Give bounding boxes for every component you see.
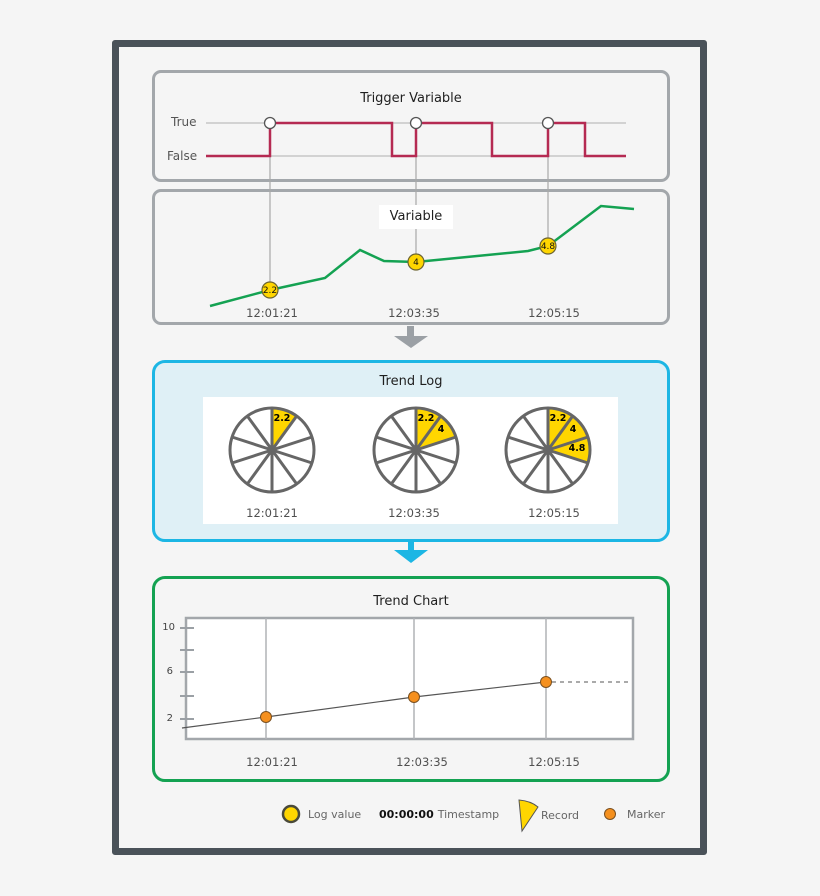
trigger-point-icon [541, 116, 555, 130]
trigger-point-icon [409, 116, 423, 130]
trend-log-wheel: 2.2 4 4.8 [504, 406, 592, 494]
legend-timestamp-label: Timestamp [437, 807, 500, 821]
trend-log-title: Trend Log [379, 374, 443, 389]
svg-text:2.2: 2.2 [550, 413, 567, 424]
legend-log-value-label: Log value [308, 807, 362, 821]
svg-text:4.8: 4.8 [569, 443, 586, 454]
svg-text:4: 4 [438, 424, 445, 435]
legend-marker: Marker [602, 800, 665, 828]
trend-log-timestamp: 12:03:35 [388, 506, 440, 520]
trend-line [181, 681, 547, 729]
variable-title: Variable [379, 205, 453, 229]
svg-text:2.2: 2.2 [274, 413, 291, 424]
chart-timestamp: 12:01:21 [246, 755, 298, 769]
legend-marker-label: Marker [627, 807, 666, 821]
variable-signal-line [209, 204, 635, 308]
true-label: True [171, 115, 197, 129]
svg-text:2.2: 2.2 [418, 413, 435, 424]
chart-timestamp: 12:03:35 [396, 755, 448, 769]
chart-timestamp: 12:05:15 [528, 755, 580, 769]
variable-timestamp: 12:03:35 [388, 306, 440, 320]
arrow-down-icon [394, 326, 428, 348]
legend-record: Record [516, 797, 579, 833]
arrow-down-icon [394, 541, 428, 563]
log-value-icon [281, 804, 301, 824]
trend-log-timestamp: 12:01:21 [246, 506, 298, 520]
log-value-icon [407, 253, 425, 271]
trend-log-timestamp: 12:05:15 [528, 506, 580, 520]
svg-text:4: 4 [570, 424, 577, 435]
marker-icon [540, 676, 552, 688]
y-tick-label: 2 [166, 713, 173, 724]
trend-log-wheel: 2.2 [228, 406, 316, 494]
variable-timestamp: 12:01:21 [246, 306, 298, 320]
trend-log-wheel: 2.2 4 [372, 406, 460, 494]
record-icon [518, 799, 539, 833]
trigger-point-icon [263, 116, 277, 130]
marker-icon [604, 808, 616, 820]
trend-chart-title: Trend Chart [373, 594, 449, 609]
legend-record-label: Record [541, 808, 580, 822]
legend-log-value: Log value [280, 800, 361, 828]
false-label: False [167, 149, 198, 163]
legend-timestamp: 00:00:00 Timestamp [379, 800, 499, 828]
svg-text:4.8: 4.8 [541, 242, 556, 252]
legend-timestamp-sample: 00:00:00 [379, 807, 434, 821]
marker-icon [408, 691, 420, 703]
variable-timestamp: 12:05:15 [528, 306, 580, 320]
marker-icon [260, 711, 272, 723]
y-tick-label: 10 [162, 622, 175, 633]
log-value-icon [261, 281, 279, 299]
trigger-signal-line [206, 121, 626, 158]
log-value-icon [539, 237, 557, 255]
trigger-variable-title: Trigger Variable [360, 91, 462, 106]
y-tick-label: 6 [166, 666, 173, 677]
svg-text:4: 4 [413, 258, 419, 268]
svg-text:2.2: 2.2 [263, 286, 277, 296]
